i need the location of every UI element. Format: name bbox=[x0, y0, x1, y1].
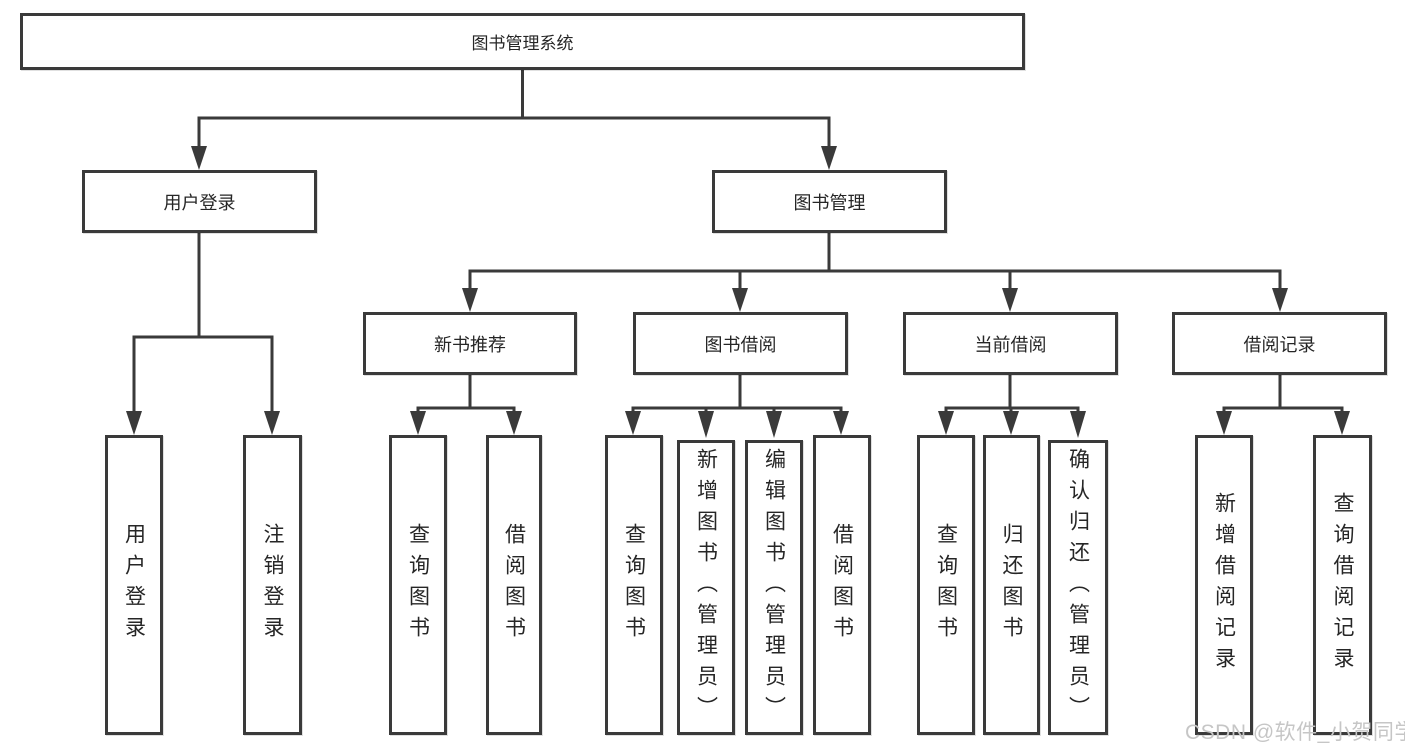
leaf-user-login: 用户登录 bbox=[105, 435, 163, 735]
node-new-book-recommend: 新书推荐 bbox=[363, 312, 577, 375]
leaf-query-books-borrow: 查询图书 bbox=[605, 435, 663, 735]
leaf-borrow-books-recommend: 借阅图书 bbox=[486, 435, 542, 735]
leaf-return-books: 归还图书 bbox=[983, 435, 1040, 735]
node-book-management: 图书管理 bbox=[712, 170, 947, 233]
node-current-borrow: 当前借阅 bbox=[903, 312, 1118, 375]
leaf-confirm-return-admin: 确认归还（管理员） bbox=[1048, 440, 1108, 735]
node-borrow-records: 借阅记录 bbox=[1172, 312, 1387, 375]
node-book-management-system: 图书管理系统 bbox=[20, 13, 1025, 70]
leaf-borrow-books: 借阅图书 bbox=[813, 435, 871, 735]
leaf-edit-books-admin: 编辑图书（管理员） bbox=[745, 440, 803, 735]
leaf-query-borrow-record: 查询借阅记录 bbox=[1313, 435, 1372, 735]
leaf-add-books-admin: 新增图书（管理员） bbox=[677, 440, 735, 735]
leaf-query-books-current: 查询图书 bbox=[917, 435, 975, 735]
leaf-add-borrow-record: 新增借阅记录 bbox=[1195, 435, 1253, 735]
leaf-query-books-recommend: 查询图书 bbox=[389, 435, 447, 735]
csdn-watermark: CSDN @软件_小贺同学 bbox=[1185, 721, 1405, 744]
node-book-borrow: 图书借阅 bbox=[633, 312, 848, 375]
leaf-logout: 注销登录 bbox=[243, 435, 302, 735]
node-user-login: 用户登录 bbox=[82, 170, 317, 233]
